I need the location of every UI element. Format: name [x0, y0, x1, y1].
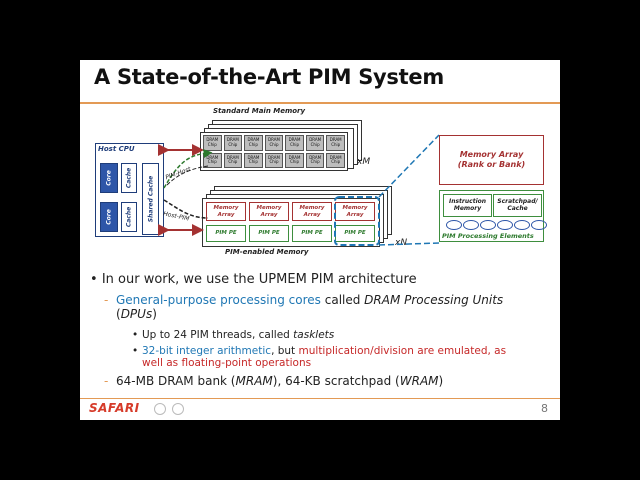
dpu-text-3: )	[152, 307, 157, 321]
xn-label: xN	[395, 238, 408, 248]
pim-pe-1: PIM PE	[206, 225, 246, 242]
pim-processing-elements: Instruction Memory Scratchpad/ Cache PIM…	[439, 190, 547, 242]
dpu-italic-2: DPUs	[120, 307, 153, 321]
slide-title: A State-of-the-Art PIM System	[94, 65, 444, 89]
instruction-memory: Instruction Memory	[443, 194, 492, 217]
dpu-text-2: (	[116, 307, 121, 321]
dram-chip: DRAM Chip	[285, 152, 304, 168]
xm-label: xM	[357, 157, 371, 167]
dram-chip: DRAM Chip	[264, 152, 284, 168]
pipeline-stage	[446, 220, 462, 230]
footer-logo-icon	[154, 403, 166, 415]
tasklets-text: Up to 24 PIM threads, called	[142, 329, 294, 341]
arith-red-text: multiplication/division are emulated, as…	[142, 345, 507, 369]
tasklets-italic: tasklets	[293, 329, 335, 341]
host-cpu-label: Host CPU	[98, 145, 135, 153]
bullet-marker: •	[132, 345, 139, 357]
detail-memory-array: Memory Array (Rank or Bank)	[439, 135, 544, 185]
dram-chip: DRAM Chip	[244, 135, 263, 151]
standard-memory-label: Standard Main Memory	[213, 107, 306, 115]
slide: A State-of-the-Art PIM System Standard M…	[80, 60, 560, 420]
mem-text-2: ), 64-KB scratchpad (	[272, 374, 400, 388]
mem-text-3: )	[438, 374, 444, 388]
dram-chip: DRAM Chip	[223, 135, 243, 151]
bullet-l3-tasklets: •Up to 24 PIM threads, called tasklets	[132, 329, 542, 341]
cache-2: Cache	[121, 202, 137, 232]
zoom-line-bottom	[378, 242, 440, 246]
dpu-italic: DRAM Processing Units	[364, 293, 504, 307]
memory-array-4: Memory Array	[335, 202, 375, 221]
bullet-l1: • In our work, we use the UPMEM PIM arch…	[90, 272, 417, 287]
cache-1: Cache	[121, 163, 137, 193]
dram-chip: DRAM Chip	[305, 152, 325, 168]
scratchpad-cache: Scratchpad/ Cache	[493, 194, 542, 217]
pim-dimm-front: Memory Array Memory Array Memory Array M…	[202, 198, 380, 247]
pipeline-stage	[497, 220, 513, 230]
zoom-line-top	[378, 134, 440, 198]
pim-processing-elements-label: PIM Processing Elements	[442, 232, 534, 240]
safari-logo: SAFARI	[89, 401, 140, 415]
pipeline	[446, 220, 547, 230]
memory-array-2: Memory Array	[249, 202, 289, 221]
bullet-l3-arith: •32-bit integer arithmetic, but multipli…	[132, 345, 507, 369]
bullet-l2-memory: -64-MB DRAM bank (MRAM), 64-KB scratchpa…	[104, 374, 541, 388]
bullet-l2-dpu: -General-purpose processing cores called…	[104, 293, 541, 321]
dram-chip: DRAM Chip	[285, 135, 304, 151]
detail-memory-array-label: Memory Array	[459, 150, 524, 159]
arith-mid-text: , but	[271, 345, 299, 357]
dpu-text-1: called	[320, 293, 365, 307]
dram-chip: DRAM Chip	[326, 135, 345, 151]
dash-marker: -	[104, 374, 109, 388]
pipeline-stage	[531, 220, 547, 230]
pim-memory-label: PIM-enabled Memory	[225, 248, 309, 256]
bullet-l1-text: In our work, we use the UPMEM PIM archit…	[101, 272, 417, 287]
detail-rank-or-bank: (Rank or Bank)	[457, 160, 526, 169]
pim-pe-2: PIM PE	[249, 225, 289, 242]
dram-chip: DRAM Chip	[326, 152, 345, 168]
dpu-highlight	[334, 196, 380, 246]
diagram-connectors	[158, 134, 440, 246]
page-number: 8	[541, 402, 548, 415]
dram-chip: DRAM Chip	[305, 135, 325, 151]
memory-array-1: Memory Array	[206, 202, 246, 221]
dram-chip: DRAM Chip	[244, 152, 263, 168]
arith-blue-text: 32-bit integer arithmetic	[142, 345, 272, 357]
core-1: Core	[100, 163, 118, 193]
pim-host-arrow-2	[166, 165, 209, 186]
pipeline-stage	[463, 220, 479, 230]
core-2: Core	[100, 202, 118, 232]
mram-italic: MRAM	[235, 374, 273, 388]
pim-pe-3: PIM PE	[292, 225, 332, 242]
dram-chip: DRAM Chip	[264, 135, 284, 151]
pipeline-stage	[514, 220, 530, 230]
pim-host-arrow	[163, 149, 213, 189]
dash-marker: -	[104, 293, 109, 307]
dram-chip: DRAM Chip	[223, 152, 243, 168]
bullet-marker: •	[132, 329, 139, 341]
footer-logo-icon	[172, 403, 184, 415]
host-pim-arrow	[163, 199, 209, 219]
dpu-blue-text: General-purpose processing cores	[116, 293, 321, 307]
footer-divider	[80, 398, 560, 399]
dpu-detail: Memory Array (Rank or Bank) Instruction …	[439, 135, 547, 243]
shared-cache: Shared Cache	[142, 163, 159, 235]
wram-italic: WRAM	[399, 374, 439, 388]
mem-text-1: 64-MB DRAM bank (	[116, 374, 236, 388]
memory-array-3: Memory Array	[292, 202, 332, 221]
pipeline-stage	[480, 220, 496, 230]
host-cpu: Host CPU Core Cache Core Cache Shared Ca…	[95, 143, 164, 237]
title-divider	[80, 102, 560, 104]
